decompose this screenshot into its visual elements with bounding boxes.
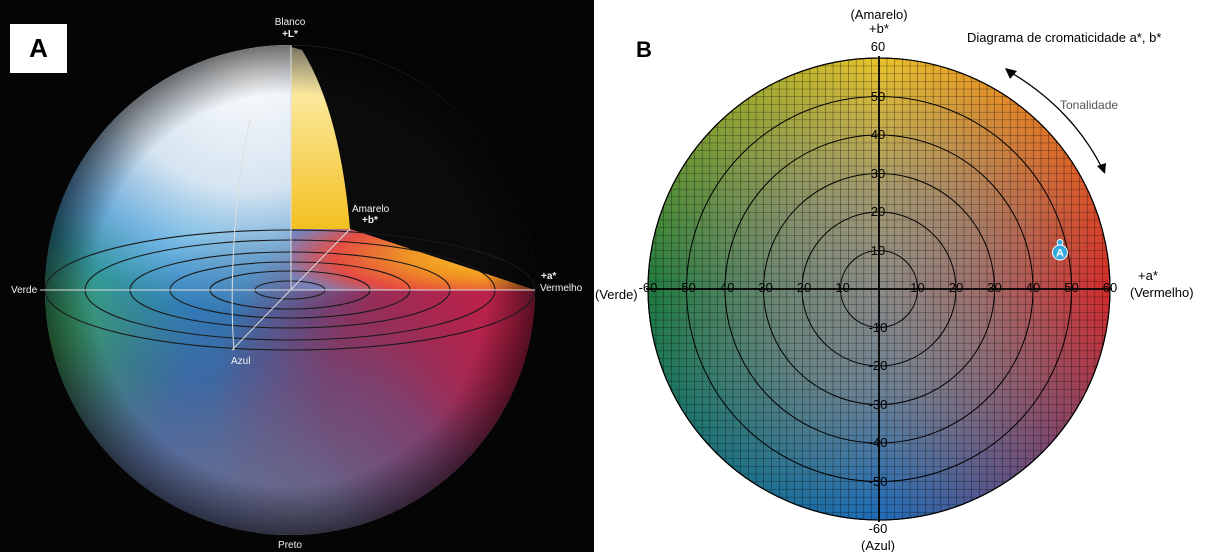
b-tick-label: -60 <box>868 521 888 536</box>
lab-color-sphere-panel: A Blanco +L* Amarelo +b* +a* Vermelho Ve… <box>0 0 594 552</box>
sample-point-label: A <box>1056 248 1064 260</box>
a-tick-label: 60 <box>1102 280 1118 295</box>
vermelho-label: (Vermelho) <box>1130 285 1194 300</box>
a-tick-label: 50 <box>1064 280 1079 295</box>
panel-a-tag: A <box>10 24 67 73</box>
a-tick-label: -40 <box>715 280 735 295</box>
label-azul: Azul <box>231 356 251 367</box>
tonalidade-label: Tonalidade <box>1060 98 1119 112</box>
b-tick-label: 30 <box>870 165 886 181</box>
panel-b-tag: B <box>636 37 652 62</box>
azul-label: (Azul) <box>861 538 895 552</box>
chromaticity-diagram: A <box>646 56 1112 522</box>
label-plus-b: +b* <box>362 215 378 226</box>
b-tick-label: -50 <box>868 473 888 489</box>
plus-b-label: +b* <box>869 21 889 36</box>
sphere-axes <box>40 45 535 351</box>
amarelo-label: (Amarelo) <box>850 7 908 22</box>
diagram-title: Diagrama de cromaticidade a*, b* <box>967 30 1162 45</box>
verde-label: (Verde) <box>595 287 638 302</box>
a-tick-label: 10 <box>910 280 925 295</box>
hue-arrow <box>1005 68 1106 174</box>
a-tick-label: -60 <box>638 280 658 295</box>
label-vermelho: Vermelho <box>540 283 583 294</box>
label-preto: Preto <box>278 540 302 551</box>
label-blanco: Blanco <box>274 17 306 28</box>
a-tick-label: 30 <box>987 280 1002 295</box>
b-tick-label: 10 <box>870 242 886 258</box>
b-tick-label: -30 <box>868 396 888 412</box>
b-tick-label: -40 <box>868 435 888 450</box>
a-tick-label: 40 <box>1025 280 1041 295</box>
sample-point-a: A <box>1051 239 1068 261</box>
label-verde: Verde <box>11 285 38 296</box>
label-amarelo: Amarelo <box>352 204 390 215</box>
a-tick-label: -50 <box>677 280 696 295</box>
a-tick-label: -30 <box>754 280 773 295</box>
b-tick-label: 60 <box>870 39 886 54</box>
a-tick-label: -20 <box>792 280 812 295</box>
b-tick-label: -10 <box>868 319 888 335</box>
label-plus-a: +a* <box>541 271 557 282</box>
lab-color-sphere <box>40 45 536 535</box>
b-tick-label: 40 <box>870 127 886 142</box>
b-tick-label: 20 <box>870 204 886 219</box>
plus-a-label: +a* <box>1138 268 1158 283</box>
label-plus-l: +L* <box>282 29 298 40</box>
b-tick-label: -20 <box>868 358 888 373</box>
a-tick-label: 20 <box>948 280 964 295</box>
chromaticity-diagram-panel: A B Diagrama de cromaticidade a*, b* Ton… <box>594 0 1207 552</box>
a-tick-label: -10 <box>831 280 850 295</box>
b-tick-label: 50 <box>870 88 886 104</box>
